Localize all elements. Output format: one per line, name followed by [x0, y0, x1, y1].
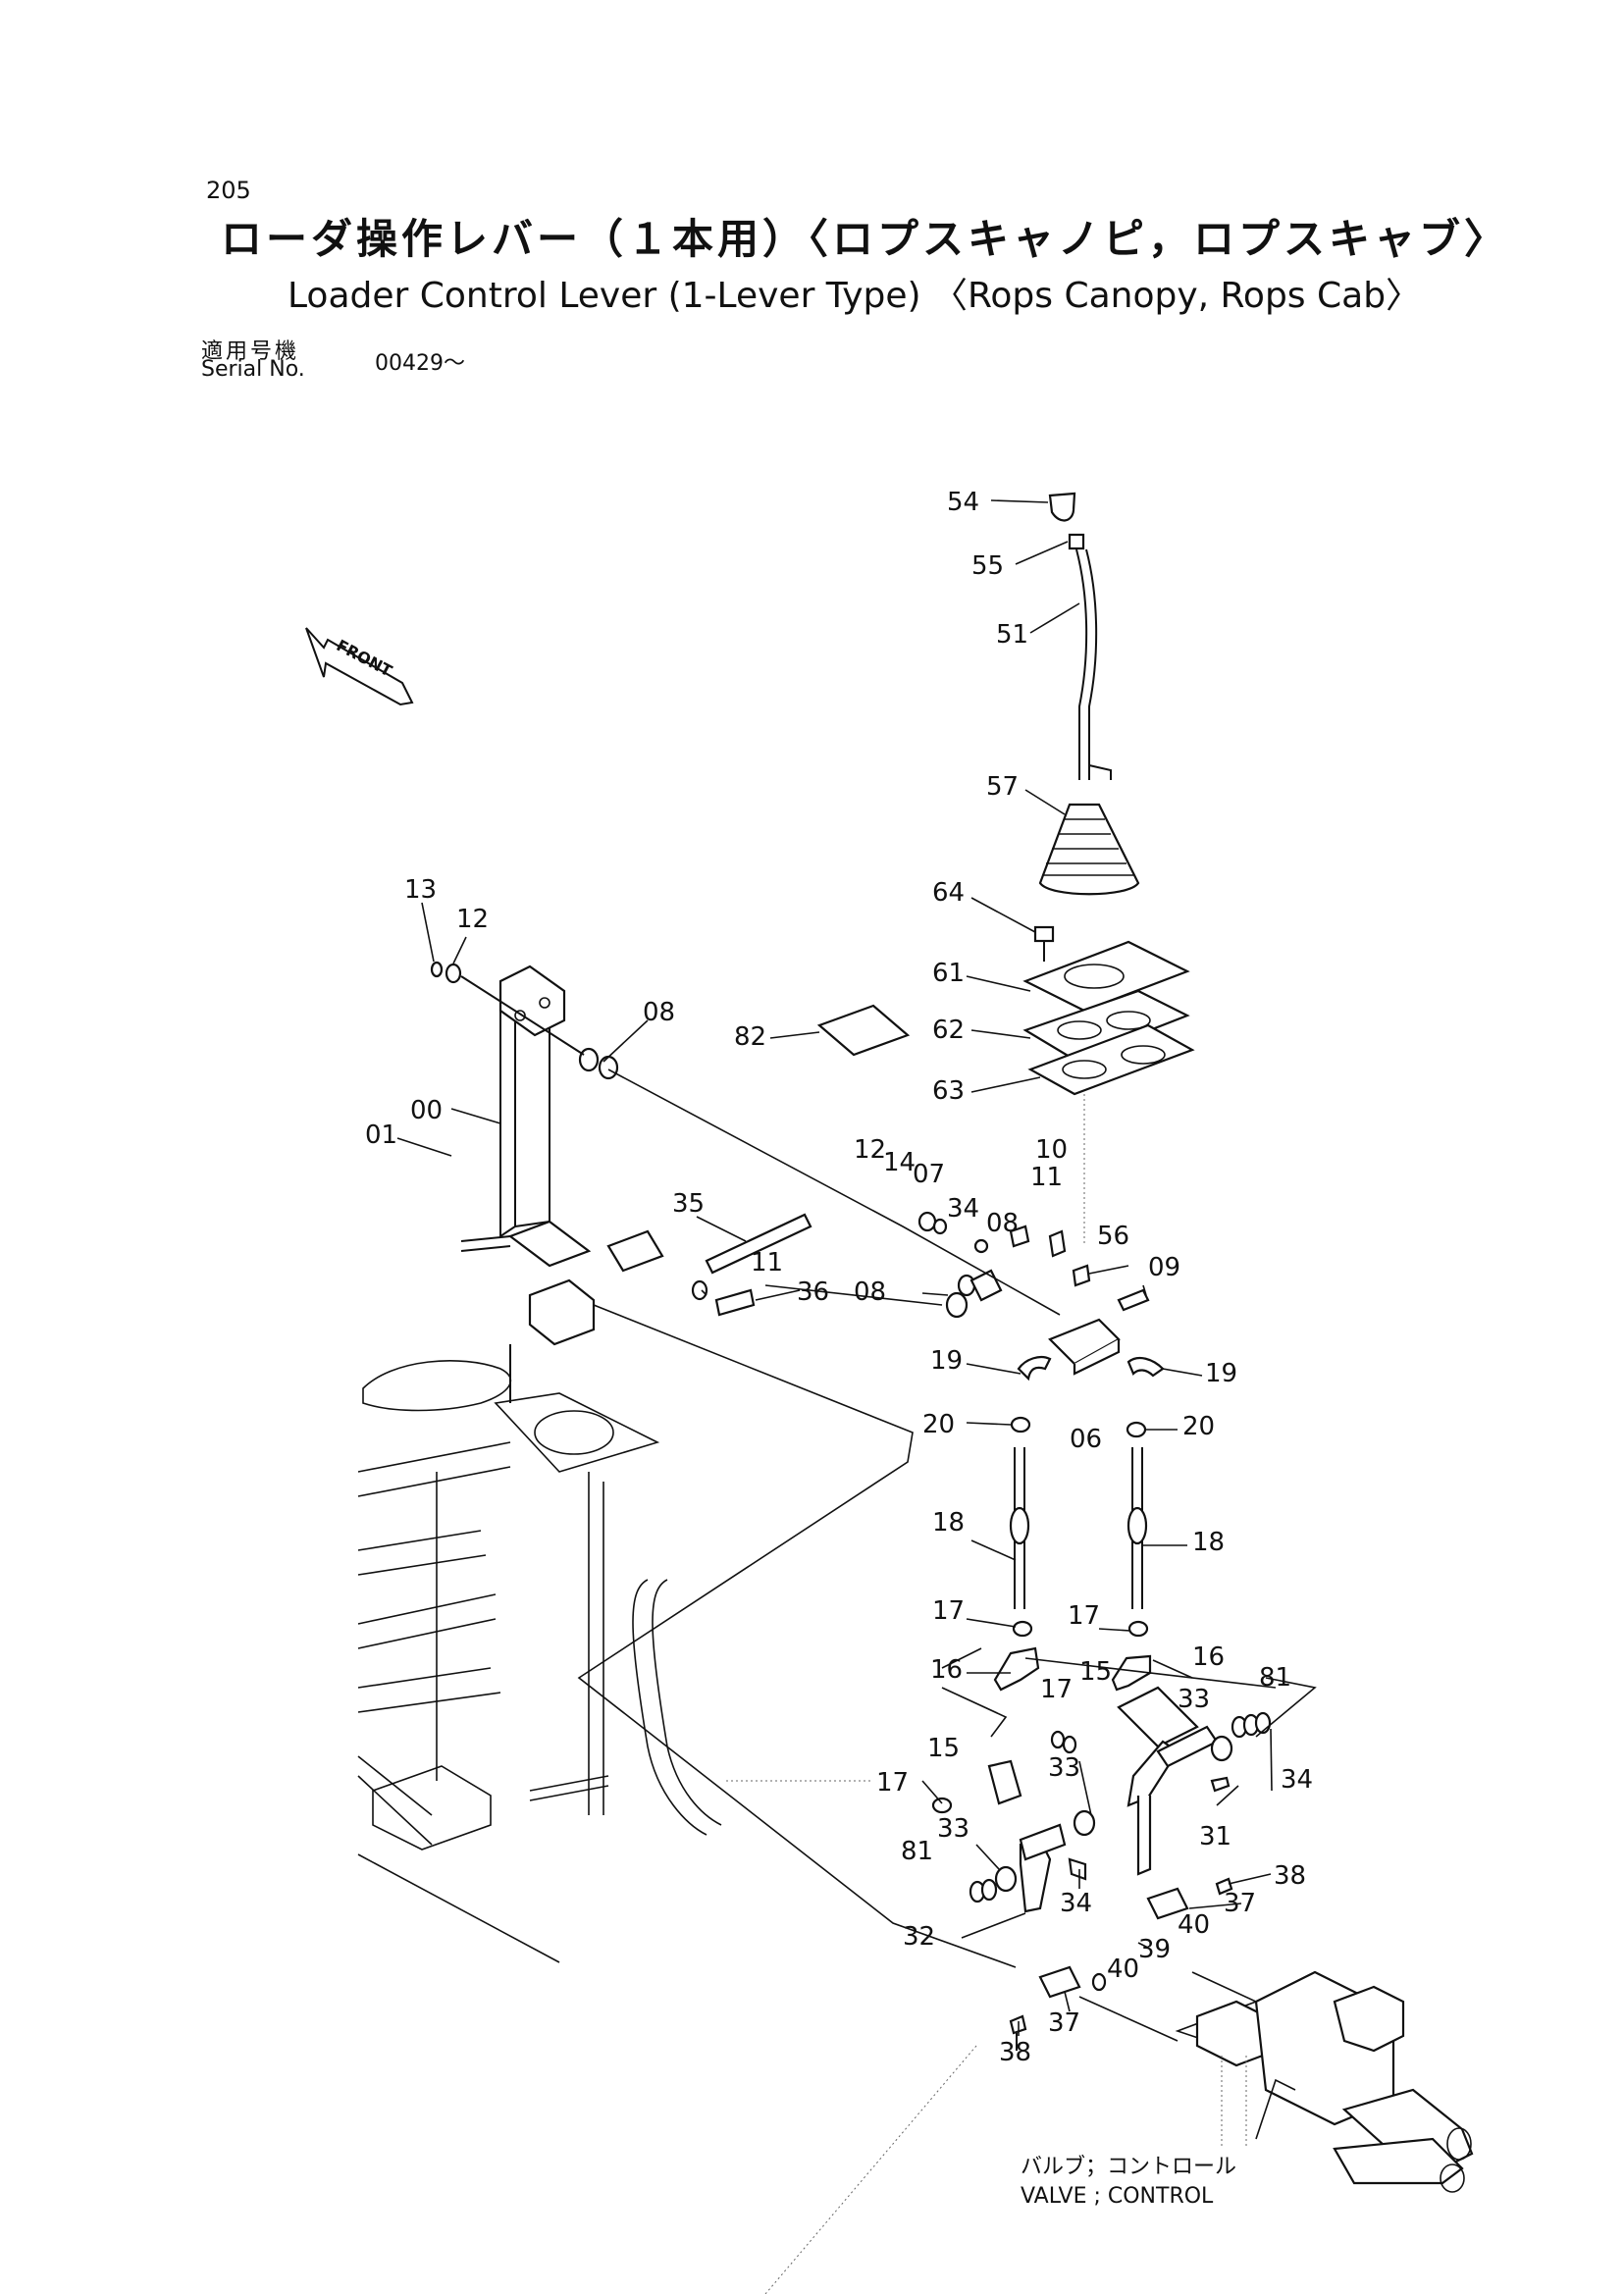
callout-33-left: 33: [937, 1814, 969, 1844]
callout-08-lower: 08: [854, 1277, 886, 1307]
callout-39: 39: [1138, 1935, 1171, 1964]
rubber-boot: [1038, 803, 1140, 896]
callout-17-mid: 17: [1040, 1675, 1073, 1704]
title-japanese: ローダ操作レバー（１本用）〈ロプスキャノピ，ロプスキャブ〉: [221, 215, 1510, 263]
callout-12-top: 12: [456, 905, 489, 934]
callout-11-left: 11: [751, 1248, 783, 1277]
callout-82: 82: [734, 1022, 766, 1052]
callout-81-left: 81: [901, 1837, 933, 1866]
callout-15-upper: 15: [1079, 1657, 1112, 1687]
callout-12-mid: 12: [854, 1135, 886, 1165]
callout-57: 57: [986, 772, 1019, 802]
bolt-64: [1033, 925, 1055, 962]
lever-assembly: [1048, 492, 1112, 780]
callout-08-mid: 08: [986, 1209, 1019, 1238]
callout-08-top: 08: [643, 998, 675, 1027]
callout-20-right: 20: [1182, 1412, 1215, 1441]
callout-33-right: 33: [1178, 1685, 1210, 1714]
callout-34-right: 34: [1281, 1765, 1313, 1795]
callout-16-right: 16: [1192, 1642, 1225, 1672]
serial-number-value: 00429～: [375, 351, 465, 376]
callout-16-left: 16: [930, 1655, 963, 1685]
valve-caption-japanese: バルブ；コントロール: [1021, 2155, 1236, 2179]
callout-06: 06: [1070, 1425, 1102, 1454]
callout-62: 62: [932, 1016, 965, 1045]
callout-09: 09: [1148, 1253, 1180, 1282]
small-hardware: [931, 1711, 1272, 2051]
callout-14: 14: [883, 1148, 916, 1177]
callout-51: 51: [996, 620, 1028, 650]
callout-55: 55: [971, 551, 1004, 581]
callout-00: 00: [410, 1096, 443, 1125]
callout-07: 07: [913, 1160, 945, 1189]
callout-11-right: 11: [1030, 1163, 1063, 1192]
callout-18-right: 18: [1192, 1528, 1225, 1557]
callout-19-right: 19: [1205, 1359, 1237, 1388]
callout-40-left: 40: [1107, 1955, 1139, 1984]
callout-36: 36: [797, 1277, 829, 1307]
bellcrank-31: [1117, 1686, 1219, 1876]
leader-lines: [396, 499, 1273, 2036]
callout-15-lower: 15: [927, 1734, 960, 1763]
callout-63: 63: [932, 1076, 965, 1106]
bellcrank-32: [987, 1759, 1067, 1913]
callout-labels: 54 55 51 57 64 61 62 63 82 13 12 08 00 0…: [365, 488, 1313, 2067]
plate-82: [816, 1004, 911, 1057]
callout-01: 01: [365, 1121, 397, 1150]
title-english: Loader Control Lever (1-Lever Type) 〈Rop…: [288, 276, 1422, 316]
plate-stack: [1022, 940, 1195, 1246]
callout-19-left: 19: [930, 1346, 963, 1376]
control-valve: [1195, 1970, 1474, 2193]
callout-61: 61: [932, 959, 965, 988]
callout-31: 31: [1199, 1822, 1231, 1851]
callout-17-left: 17: [932, 1596, 965, 1626]
callout-54: 54: [947, 488, 979, 517]
serial-label-english: Serial No.: [201, 357, 305, 382]
callout-13: 13: [404, 875, 437, 905]
callout-37-lower: 37: [1048, 2008, 1080, 2038]
callout-33-mid: 33: [1048, 1753, 1080, 1783]
callout-40-right: 40: [1178, 1910, 1210, 1940]
bracket-00: [460, 965, 664, 1403]
callout-18-left: 18: [932, 1508, 965, 1538]
callout-10: 10: [1035, 1135, 1068, 1165]
pivot-block-06: [917, 1211, 1165, 1438]
callout-34-lower: 34: [1060, 1889, 1092, 1918]
valve-caption-english: VALVE ; CONTROL: [1021, 2184, 1214, 2209]
callout-34-mid: 34: [947, 1194, 979, 1224]
serial-label-japanese: 適用号機: [201, 339, 300, 364]
callout-38-lower: 38: [999, 2038, 1031, 2067]
callout-17-lower: 17: [876, 1768, 909, 1798]
callout-64: 64: [932, 878, 965, 908]
callout-38-right: 38: [1274, 1861, 1306, 1891]
callout-20-left: 20: [922, 1410, 955, 1439]
machine-frame: [357, 1360, 722, 1963]
callout-35: 35: [672, 1189, 705, 1219]
page-number: 205: [206, 177, 251, 204]
shaft-35: [691, 1213, 812, 1317]
callout-81-right: 81: [1259, 1663, 1291, 1693]
rods-18: [993, 1447, 1152, 1692]
front-arrow-icon: FRONT: [305, 627, 414, 706]
callout-37-right: 37: [1224, 1889, 1256, 1918]
guide-lines: [577, 1069, 1317, 2294]
callout-32: 32: [903, 1922, 935, 1952]
washers-top: [430, 961, 619, 1080]
callout-56: 56: [1097, 1222, 1129, 1251]
callout-17-right: 17: [1068, 1601, 1100, 1631]
